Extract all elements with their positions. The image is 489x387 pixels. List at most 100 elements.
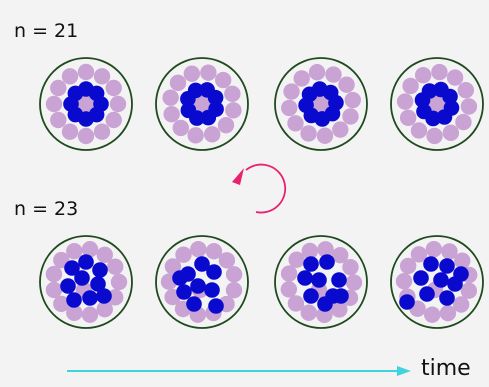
particle-outer (46, 266, 62, 282)
particle-outer (173, 120, 189, 136)
particle-outer (106, 112, 122, 128)
particle-outer (283, 83, 299, 99)
particle-outer (111, 274, 127, 290)
particle-inner (186, 296, 202, 312)
particle-inner (439, 258, 455, 274)
particle-outer (226, 266, 242, 282)
particle-outer (225, 102, 241, 118)
particle-inner (319, 254, 335, 270)
cluster-n-23-frame-3 (275, 236, 367, 328)
particle-outer (194, 96, 210, 112)
particle-outer (215, 72, 231, 88)
particle-outer (50, 80, 66, 96)
particle-inner (303, 256, 319, 272)
particle-outer (461, 282, 477, 298)
cluster-n-21-frame-3 (275, 58, 367, 150)
particle-outer (94, 124, 110, 140)
particle-outer (46, 282, 62, 298)
particle-inner (208, 298, 224, 314)
particle-outer (397, 93, 413, 109)
particle-outer (415, 67, 431, 83)
particle-outer (78, 64, 94, 80)
particle-inner (60, 278, 76, 294)
particle-outer (226, 282, 242, 298)
particle-outer (175, 246, 191, 262)
particle-outer (294, 70, 310, 86)
particle-outer (424, 306, 440, 322)
particle-inner (303, 288, 319, 304)
particle-inner (66, 292, 82, 308)
particle-inner (433, 272, 449, 288)
particle-outer (94, 68, 110, 84)
particle-outer (46, 96, 62, 112)
particle-inner (74, 270, 90, 286)
particle-inner (311, 272, 327, 288)
particle-inner (317, 296, 333, 312)
particle-outer (400, 110, 416, 126)
particle-outer (78, 128, 94, 144)
particle-outer (50, 112, 66, 128)
time-arrow (67, 366, 411, 376)
particle-inner (78, 254, 94, 270)
particle-outer (62, 124, 78, 140)
particle-inner (423, 256, 439, 272)
particle-inner (419, 286, 435, 302)
particle-outer (309, 64, 325, 80)
particle-outer (163, 106, 179, 122)
particle-inner (190, 278, 206, 294)
particle-outer (110, 96, 126, 112)
particle-outer (184, 65, 200, 81)
particle-outer (461, 98, 477, 114)
particle-outer (426, 128, 442, 144)
particle-inner (331, 272, 347, 288)
particle-outer (62, 68, 78, 84)
particle-outer (200, 64, 216, 80)
particle-outer (219, 252, 235, 268)
particle-outer (332, 121, 348, 137)
particle-outer (170, 75, 186, 91)
particle-inner (333, 288, 349, 304)
particle-outer (281, 100, 297, 116)
particle-outer (190, 241, 206, 257)
particle-inner (453, 266, 469, 282)
particle-outer (288, 295, 304, 311)
particle-outer (162, 89, 178, 105)
particle-outer (281, 281, 297, 297)
particle-outer (431, 64, 447, 80)
particle-inner (399, 294, 415, 310)
particle-inner (206, 264, 222, 280)
particle-inner (444, 100, 460, 116)
particle-outer (224, 86, 240, 102)
particle-outer (317, 128, 333, 144)
particle-inner (439, 290, 455, 306)
cluster-n-23-frame-2 (156, 236, 248, 328)
particle-outer (455, 114, 471, 130)
particle-outer (396, 273, 412, 289)
particle-outer (402, 78, 418, 94)
particle-outer (342, 259, 358, 275)
particle-outer (342, 108, 358, 124)
particle-outer (426, 241, 442, 257)
particle-outer (218, 117, 234, 133)
particle-inner (89, 86, 105, 102)
particle-inner (208, 90, 224, 106)
particle-inner (172, 270, 188, 286)
particle-outer (440, 305, 456, 321)
particle-outer (107, 258, 123, 274)
particle-outer (447, 69, 463, 85)
particle-inner (82, 290, 98, 306)
cluster-n-21-frame-4 (391, 58, 483, 150)
cluster-n-21-frame-1 (40, 58, 132, 150)
particle-outer (82, 307, 98, 323)
particle-inner (413, 270, 429, 286)
particle-inner (176, 284, 192, 300)
particle-outer (346, 274, 362, 290)
particle-outer (187, 127, 203, 143)
particle-inner (96, 288, 112, 304)
particle-outer (325, 66, 341, 82)
cluster-n-23-frame-4 (391, 236, 483, 328)
particle-outer (443, 125, 459, 141)
particle-outer (345, 92, 361, 108)
particle-outer (281, 265, 297, 281)
